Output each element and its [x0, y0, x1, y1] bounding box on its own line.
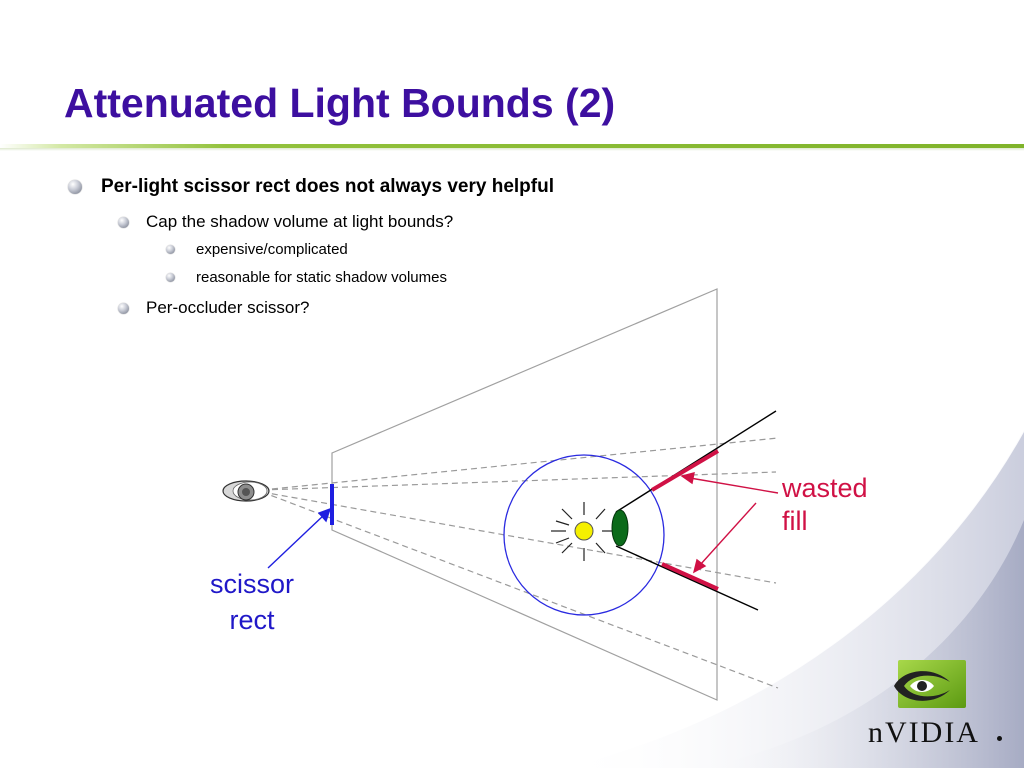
- bullet-level1: Per-light scissor rect does not always v…: [68, 176, 554, 198]
- bullet-sphere-icon: [166, 245, 175, 254]
- nvidia-wordmark: nVIDIA: [868, 716, 980, 750]
- bullet-sphere-icon: [118, 302, 129, 314]
- light-bounds-circle: [503, 454, 665, 616]
- bullet-level3-expensive: expensive/complicated: [166, 241, 348, 258]
- occluder: [611, 509, 629, 547]
- bullet-level3-static: reasonable for static shadow volumes: [166, 269, 447, 286]
- wasted-fill-segments: [650, 449, 720, 591]
- view-frustum: [331, 288, 718, 701]
- bullet-text: reasonable for static shadow volumes: [196, 269, 447, 286]
- bullet-text: Cap the shadow volume at light bounds?: [146, 212, 454, 231]
- bullet-sphere-icon: [166, 273, 175, 282]
- title-divider: [0, 144, 1024, 148]
- slide-title: Attenuated Light Bounds (2): [64, 80, 616, 126]
- title-divider-shadow: [0, 148, 1024, 151]
- bullet-level2-cap: Cap the shadow volume at light bounds?: [118, 212, 453, 232]
- shadow-volume-edges: [615, 410, 777, 611]
- bullet-level2-occluder: Per-occluder scissor?: [118, 298, 309, 318]
- bullet-sphere-icon: [118, 216, 129, 228]
- wasted-fill-arrows: [680, 472, 779, 574]
- scissor-arrow: [267, 507, 332, 569]
- bullet-text: Per-occluder scissor?: [146, 298, 310, 317]
- view-rays: [261, 437, 779, 689]
- bullet-sphere-icon: [68, 180, 82, 194]
- trademark-dot: [997, 736, 1002, 741]
- wasted-fill-label-line1: wasted: [782, 473, 868, 503]
- bullet-text: expensive/complicated: [196, 241, 348, 258]
- light-source-icon: [574, 521, 594, 541]
- eye-icon: [222, 480, 270, 502]
- light-rays: [551, 502, 614, 561]
- wasted-fill-label-line2: fill: [782, 506, 808, 536]
- nvidia-wordmark-text: nVIDIA: [868, 716, 980, 749]
- nvidia-logo-icon: [894, 660, 966, 708]
- bullet-text: Per-light scissor rect does not always v…: [101, 176, 554, 197]
- scissor-rect-label-line2: rect: [229, 605, 275, 635]
- scissor-rect-label-line1: scissor: [209, 569, 294, 599]
- scissor-rect-label: scissor rect: [196, 566, 308, 638]
- wasted-fill-label: wasted fill: [782, 472, 868, 538]
